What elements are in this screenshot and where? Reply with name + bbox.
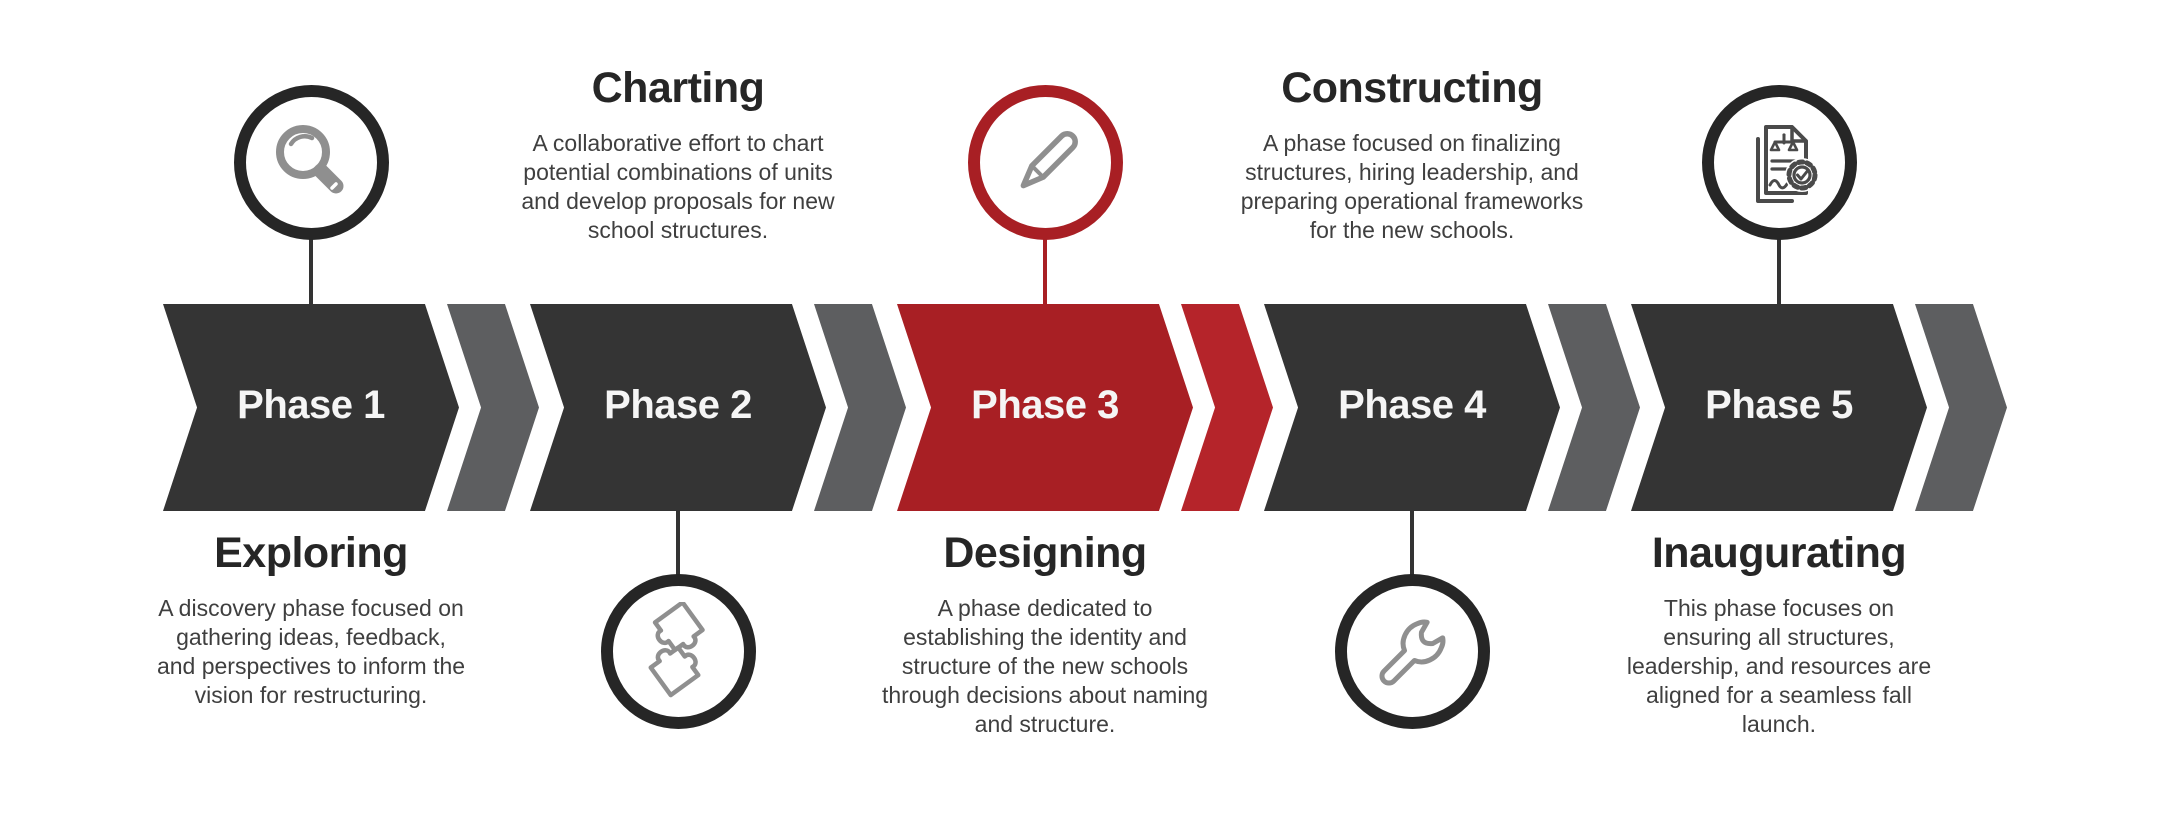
phase-title: Charting — [591, 64, 765, 112]
phase-label: Phase 3 — [971, 383, 1119, 427]
phase-3-icon-circle — [968, 85, 1123, 240]
phase-4-chevron: Phase 4 — [1264, 304, 1560, 511]
phase-description: A discovery phase focused on gathering i… — [156, 595, 466, 709]
phase-4-chevron-echo — [1548, 304, 1640, 511]
phase-description: A phase focused on finalizing structures… — [1240, 130, 1584, 244]
connector-line — [1777, 236, 1781, 306]
phase-4-text: Constructing A phase focused on finalizi… — [1202, 64, 1622, 245]
phase-title: Designing — [943, 529, 1147, 577]
phase-2-chevron-echo — [814, 304, 906, 511]
phase-label: Phase 2 — [604, 383, 752, 427]
wrench-icon — [1379, 619, 1445, 685]
phase-5-icon-circle — [1702, 85, 1857, 240]
phase-4-icon-circle — [1335, 574, 1490, 729]
phase-1-chevron: Phase 1 — [163, 304, 459, 511]
phase-description: A phase dedicated to establishing the id… — [881, 595, 1209, 738]
phase-label: Phase 5 — [1705, 383, 1853, 427]
phase-3-text: Designing A phase dedicated to establish… — [835, 529, 1255, 739]
connector-line — [309, 236, 313, 306]
phase-label: Phase 4 — [1338, 383, 1486, 427]
phase-3-chevron: Phase 3 — [897, 304, 1193, 511]
phase-5-chevron-echo — [1915, 304, 2007, 511]
phase-1-text: Exploring A discovery phase focused on g… — [101, 529, 521, 710]
phase-title: Inaugurating — [1651, 529, 1907, 577]
magnifier-icon — [275, 124, 343, 193]
phase-5-chevron: Phase 5 — [1631, 304, 1927, 511]
connector-line — [676, 509, 680, 576]
phase-3-chevron-echo — [1181, 304, 1273, 511]
pencil-icon — [1020, 130, 1078, 188]
contract-approval-icon — [1755, 124, 1819, 203]
connector-line — [1410, 509, 1414, 576]
puzzle-icon — [648, 601, 705, 697]
phase-1-chevron-echo — [447, 304, 539, 511]
phase-description: A collaborative effort to chart potentia… — [521, 130, 835, 244]
phase-2-text: Charting A collaborative effort to chart… — [468, 64, 888, 245]
phase-description: This phase focuses on ensuring all struc… — [1626, 595, 1932, 738]
phase-1-icon-circle — [234, 85, 389, 240]
phase-5-text: Inaugurating This phase focuses on ensur… — [1569, 529, 1989, 739]
phase-label: Phase 1 — [237, 383, 385, 427]
phase-title: Exploring — [214, 529, 408, 577]
phase-2-icon-circle — [601, 574, 756, 729]
phase-title: Constructing — [1281, 64, 1543, 112]
phase-2-chevron: Phase 2 — [530, 304, 826, 511]
connector-line — [1043, 236, 1047, 306]
